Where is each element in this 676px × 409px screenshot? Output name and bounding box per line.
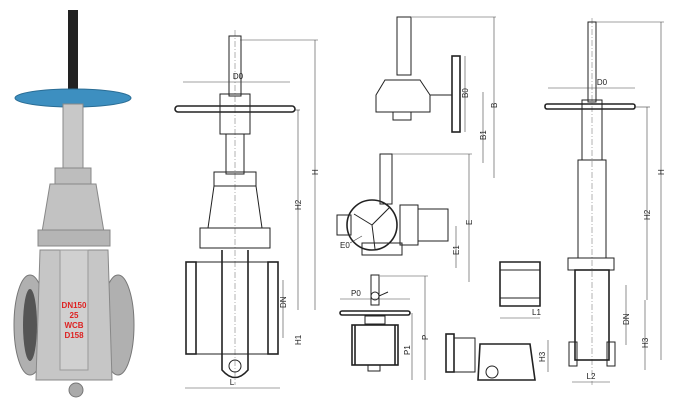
valve-stem: [68, 10, 78, 100]
marking-material: WCB: [64, 321, 83, 330]
label-dn-right: DN: [622, 313, 631, 325]
gear-operator-drawing: B0 B B1: [375, 16, 499, 178]
label-d0: D0: [233, 72, 244, 81]
label-h2-right: H2: [643, 209, 652, 220]
marking-size: DN150: [62, 301, 87, 310]
handwheel: [174, 105, 296, 113]
label-l: L: [230, 378, 235, 387]
right-section-drawing: D0 H H2 DN H3 L2: [544, 18, 666, 385]
marking-code: D158: [64, 331, 84, 340]
label-h2: H2: [294, 199, 303, 210]
label-h: H: [311, 169, 320, 175]
label-e0: E0: [340, 241, 350, 250]
inlet-flange: [185, 261, 197, 355]
label-p0: P0: [351, 289, 361, 298]
label-l1: L1: [532, 308, 541, 317]
label-e1: E1: [452, 245, 461, 255]
label-b: B: [490, 103, 499, 108]
label-b1: B1: [479, 130, 488, 140]
label-h3-right: H3: [641, 337, 650, 348]
stem: [228, 35, 242, 97]
valve-photo: DN150 25 WCB D158: [13, 10, 135, 398]
pneumatic-actuator-drawing: P0 P P1: [339, 274, 430, 380]
label-h3: H3: [538, 351, 547, 362]
electric-actuator-drawing: E0 E E1: [336, 153, 474, 282]
label-l2: L2: [587, 372, 596, 381]
label-p: P: [421, 335, 430, 340]
label-h1: H1: [294, 334, 303, 345]
label-p1: P1: [403, 345, 412, 355]
outlet-flange: [267, 261, 279, 355]
label-dn: DN: [279, 296, 288, 308]
label-h-right: H: [657, 169, 666, 175]
label-e: E: [465, 220, 474, 225]
label-d0-right: D0: [597, 78, 608, 87]
marking-pressure: 25: [70, 311, 79, 320]
seat-detail-drawing: L1 H3: [445, 261, 549, 381]
main-section-drawing: D0 H H2 DN H1 L: [174, 30, 320, 389]
label-b0: B0: [461, 88, 470, 98]
